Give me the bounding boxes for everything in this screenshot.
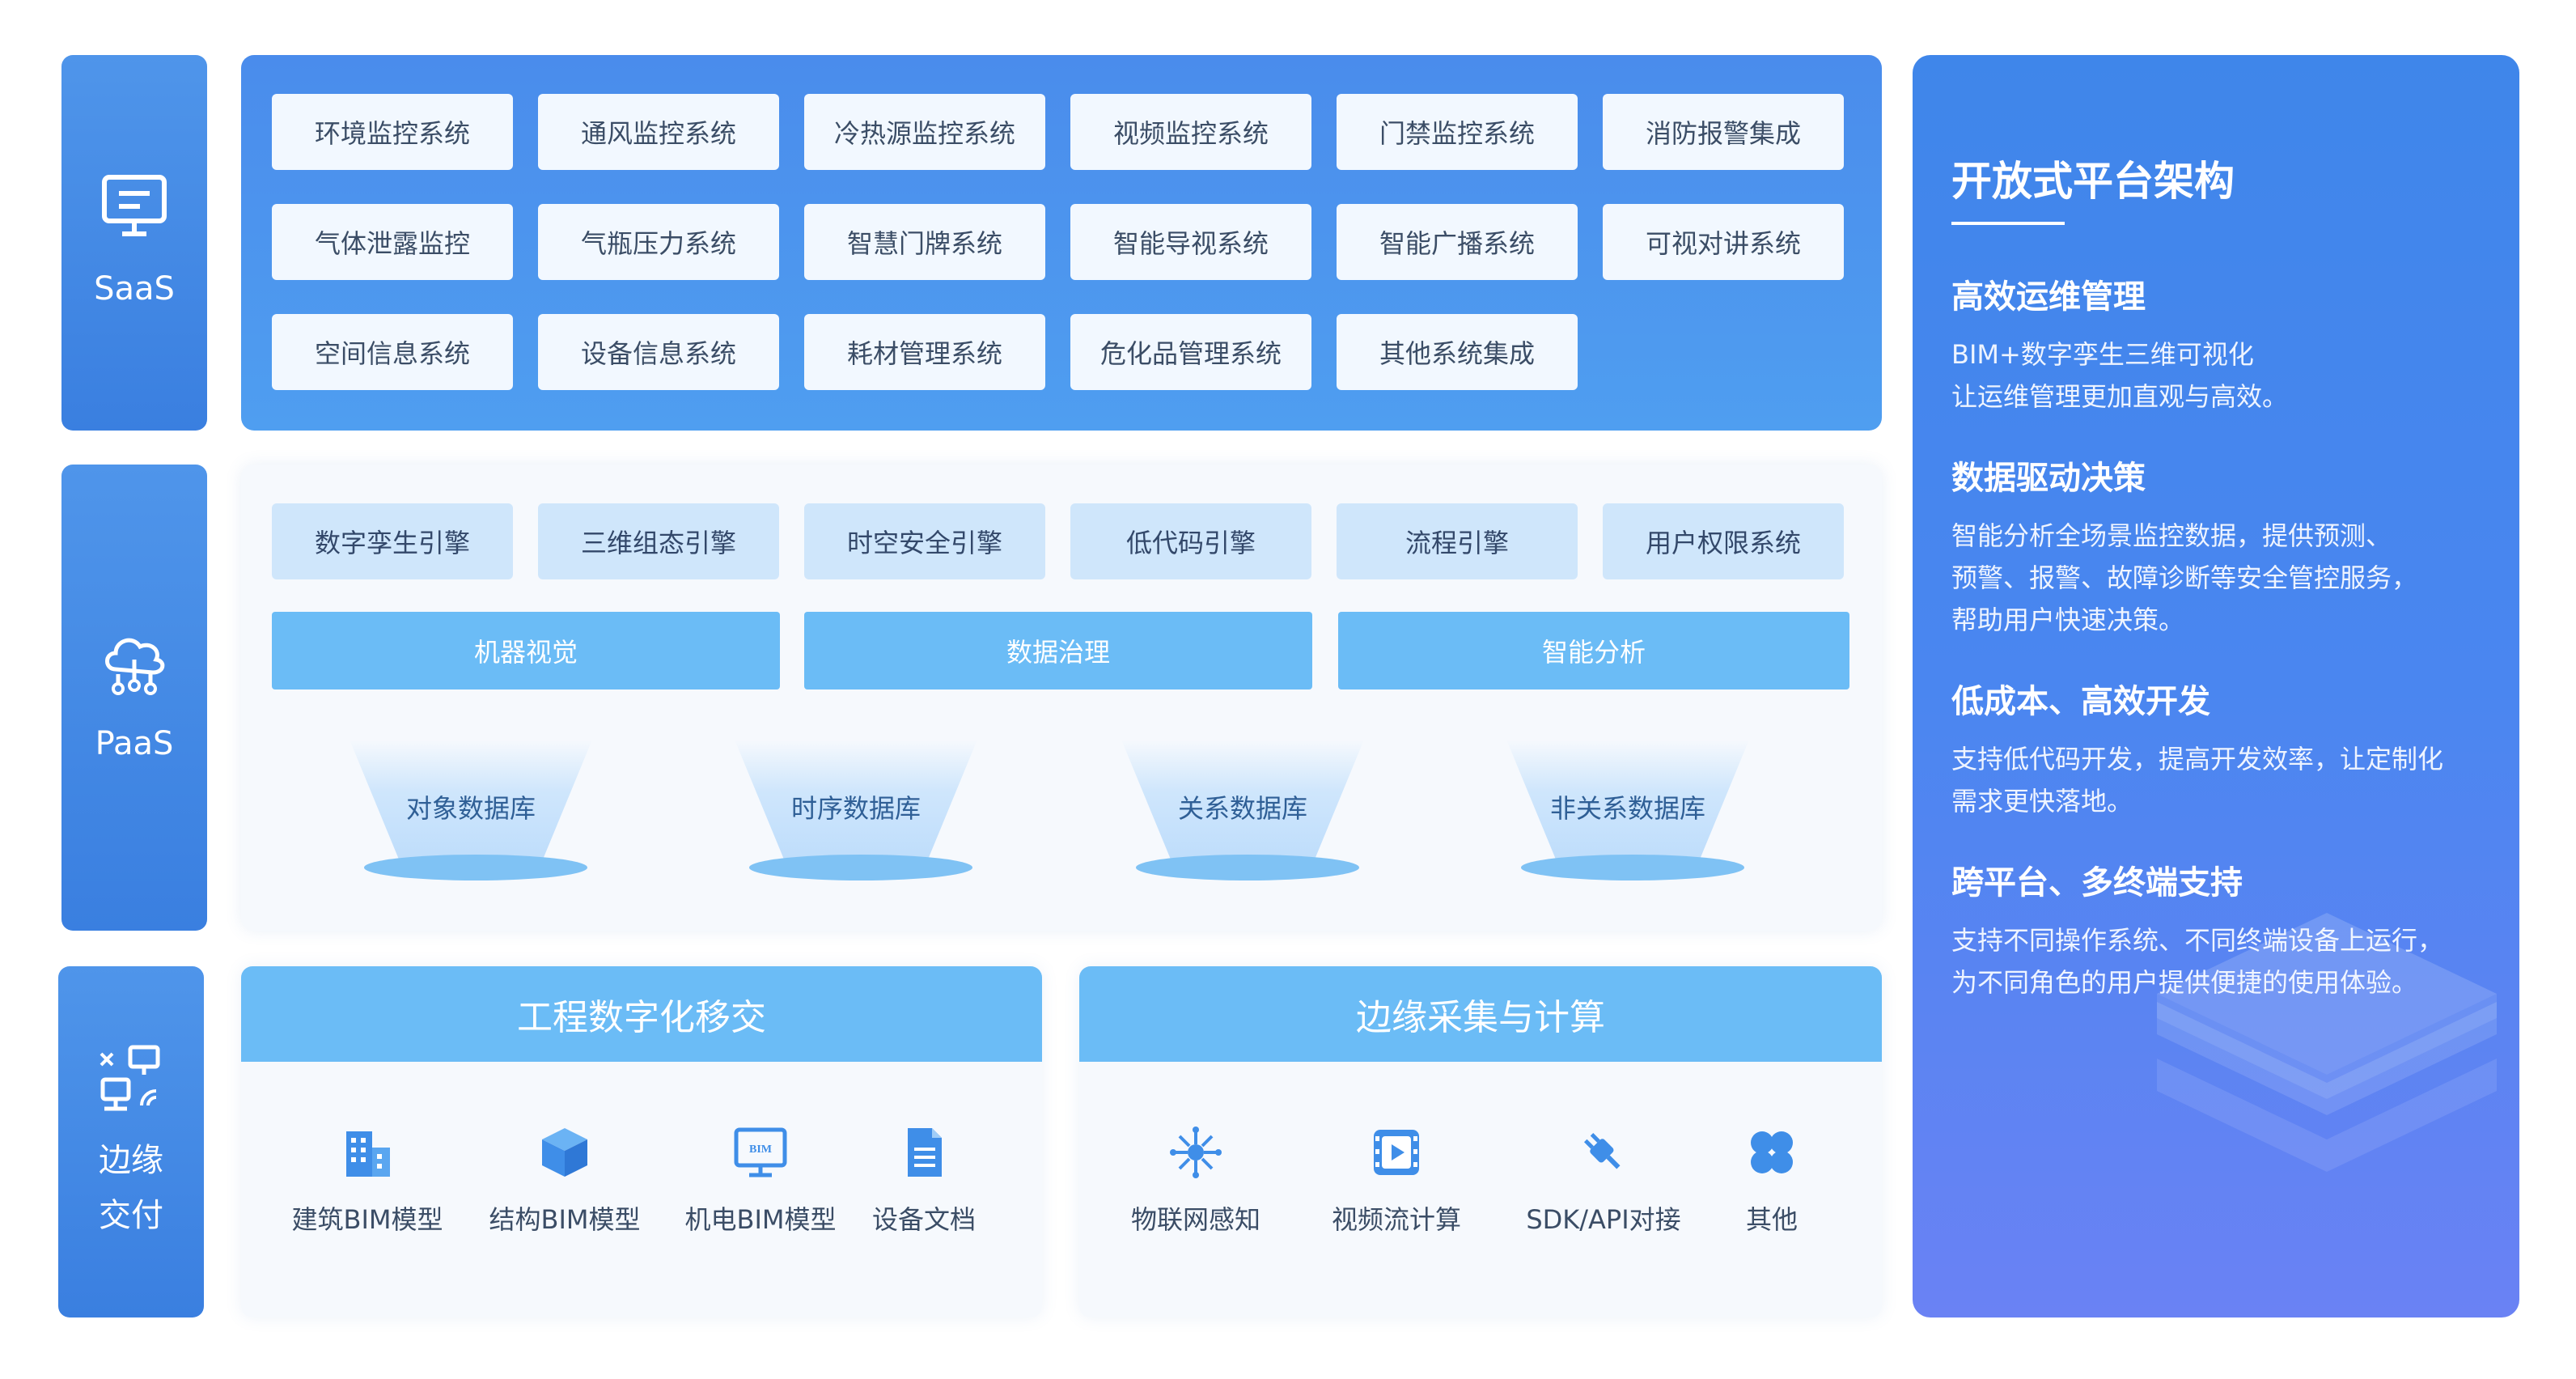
database-label: 对象数据库 (405, 793, 536, 824)
saas-system-chip[interactable]: 视频监控系统 (1070, 94, 1311, 170)
capability-data-governance[interactable]: 数据治理 (804, 612, 1312, 690)
edge-item[interactable]: SDK/API对接 (1506, 1125, 1701, 1237)
saas-layer-label: SaaS (61, 55, 207, 431)
database-object: 对象数据库 (350, 740, 592, 893)
feature-line: 需求更快落地。 (1951, 786, 2133, 817)
engineering-item[interactable]: BIM 机电BIM模型 (663, 1125, 858, 1237)
database-time-series: 时序数据库 (735, 740, 977, 893)
feature-line: BIM+数字孪生三维可视化 (1951, 339, 2254, 370)
paas-engine-chip[interactable]: 三维组态引擎 (538, 503, 779, 579)
bim-monitor-icon: BIM (734, 1127, 787, 1177)
svg-text:BIM: BIM (749, 1144, 772, 1156)
engineering-handover-card: 工程数字化移交 建筑BIM模型 结构BIM模型 BIM 机电BIM模型 (241, 966, 1042, 1317)
paas-engine-chip[interactable]: 低代码引擎 (1070, 503, 1311, 579)
saas-system-chip[interactable]: 智能导视系统 (1070, 204, 1311, 280)
saas-system-chip[interactable]: 智慧门牌系统 (804, 204, 1045, 280)
feature-block: 数据驱动决策 智能分析全场景监控数据，提供预测、 预警、报警、故障诊断等安全管控… (1951, 452, 2502, 641)
feature-line: 为不同角色的用户提供便捷的使用体验。 (1951, 961, 2502, 1003)
feature-block: 低成本、高效开发 支持低代码开发，提高开发效率，让定制化 需求更快落地。 (1951, 675, 2502, 822)
item-label: 结构BIM模型 (489, 1204, 641, 1235)
saas-system-chip[interactable]: 冷热源监控系统 (804, 94, 1045, 170)
item-label: SDK/API对接 (1526, 1204, 1681, 1235)
engineering-item[interactable]: 结构BIM模型 (468, 1125, 662, 1237)
saas-label-text: SaaS (94, 270, 175, 308)
engineering-card-title: 工程数字化移交 (241, 966, 1042, 1062)
saas-system-chip[interactable]: 门禁监控系统 (1337, 94, 1578, 170)
engineering-item[interactable]: 建筑BIM模型 (270, 1125, 464, 1237)
database-label: 时序数据库 (790, 793, 921, 824)
paas-engine-chip[interactable]: 流程引擎 (1337, 503, 1578, 579)
saas-system-chip[interactable]: 环境监控系统 (272, 94, 513, 170)
saas-system-chip[interactable]: 其他系统集成 (1337, 314, 1578, 390)
item-label: 其他 (1745, 1204, 1798, 1235)
database-label: 非关系数据库 (1549, 793, 1705, 824)
feature-heading: 跨平台、多终端支持 (1951, 864, 2243, 902)
monitor-icon (102, 175, 167, 236)
document-icon (908, 1128, 942, 1177)
feature-line: 让运维管理更加直观与高效。 (1951, 381, 2289, 412)
capability-machine-vision[interactable]: 机器视觉 (272, 612, 780, 690)
feature-line: 支持低代码开发，提高开发效率，让定制化 (1951, 744, 2444, 774)
edge-layer-label: 边缘 交付 (58, 966, 204, 1317)
feature-line: 支持不同操作系统、不同终端设备上运行， (1951, 925, 2444, 956)
database-label: 关系数据库 (1177, 793, 1307, 824)
panel-title: 开放式平台架构 (1951, 158, 2235, 205)
open-platform-panel: 开放式平台架构 高效运维管理 BIM+数字孪生三维可视化 让运维管理更加直观与高… (1913, 55, 2519, 1317)
item-label: 物联网感知 (1130, 1204, 1260, 1235)
edge-item[interactable]: 视频流计算 (1299, 1125, 1493, 1237)
database-relational: 关系数据库 (1121, 740, 1364, 893)
saas-system-chip[interactable]: 设备信息系统 (538, 314, 779, 390)
feature-block: 高效运维管理 BIM+数字孪生三维可视化 让运维管理更加直观与高效。 (1951, 270, 2502, 418)
item-label: 视频流计算 (1331, 1204, 1461, 1235)
feature-line: 帮助用户快速决策。 (1951, 605, 2185, 635)
saas-panel: 环境监控系统 通风监控系统 冷热源监控系统 视频监控系统 门禁监控系统 消防报警… (241, 55, 1882, 431)
item-label: 设备文档 (871, 1204, 976, 1235)
cloud-network-icon (105, 638, 165, 695)
saas-system-chip[interactable]: 气体泄露监控 (272, 204, 513, 280)
engineering-item[interactable]: 设备文档 (827, 1125, 1021, 1237)
edge-card-title: 边缘采集与计算 (1079, 966, 1882, 1062)
saas-system-chip[interactable]: 消防报警集成 (1603, 94, 1844, 170)
feature-heading: 数据驱动决策 (1951, 460, 2146, 497)
paas-label-text: PaaS (95, 725, 174, 762)
edge-devices-icon (100, 1045, 160, 1111)
paas-layer-label: PaaS (61, 465, 207, 931)
feature-line: 预警、报警、故障诊断等安全管控服务， (1951, 562, 2418, 593)
paas-engine-chip[interactable]: 用户权限系统 (1603, 503, 1844, 579)
edge-item[interactable]: 物联网感知 (1099, 1125, 1293, 1237)
layered-stack-icon (2157, 913, 2497, 1172)
cube-icon (542, 1128, 587, 1177)
paas-engine-chip[interactable]: 时空安全引擎 (804, 503, 1045, 579)
saas-system-chip[interactable]: 耗材管理系统 (804, 314, 1045, 390)
item-label: 机电BIM模型 (684, 1204, 837, 1235)
edge-compute-card: 边缘采集与计算 物联网感知 视频流计算 (1079, 966, 1882, 1317)
edge-label-line-1: 边缘 (99, 1142, 163, 1179)
edge-label-line-2: 交付 (99, 1197, 163, 1234)
plug-icon (1583, 1132, 1621, 1169)
video-stream-icon (1374, 1130, 1419, 1175)
title-underline (1951, 222, 2065, 225)
saas-system-chip[interactable]: 空间信息系统 (272, 314, 513, 390)
feature-heading: 高效运维管理 (1951, 278, 2146, 316)
clover-icon (1751, 1131, 1793, 1173)
iot-network-icon (1170, 1127, 1222, 1178)
paas-panel: 数字孪生引擎 三维组态引擎 时空安全引擎 低代码引擎 流程引擎 用户权限系统 机… (241, 465, 1882, 931)
feature-line: 智能分析全场景监控数据，提供预测、 (1951, 520, 2392, 551)
edge-item[interactable]: 其他 (1675, 1125, 1869, 1237)
saas-system-chip[interactable]: 气瓶压力系统 (538, 204, 779, 280)
feature-heading: 低成本、高效开发 (1951, 683, 2210, 720)
feature-block: 跨平台、多终端支持 支持不同操作系统、不同终端设备上运行， 为不同角色的用户提供… (1951, 856, 2502, 1003)
item-label: 建筑BIM模型 (291, 1204, 443, 1235)
database-non-relational: 非关系数据库 (1506, 740, 1749, 893)
building-icon (346, 1131, 390, 1177)
saas-system-chip[interactable]: 可视对讲系统 (1603, 204, 1844, 280)
saas-system-chip[interactable]: 危化品管理系统 (1070, 314, 1311, 390)
saas-system-chip[interactable]: 通风监控系统 (538, 94, 779, 170)
saas-system-chip[interactable]: 智能广播系统 (1337, 204, 1578, 280)
paas-engine-chip[interactable]: 数字孪生引擎 (272, 503, 513, 579)
capability-smart-analysis[interactable]: 智能分析 (1338, 612, 1849, 690)
